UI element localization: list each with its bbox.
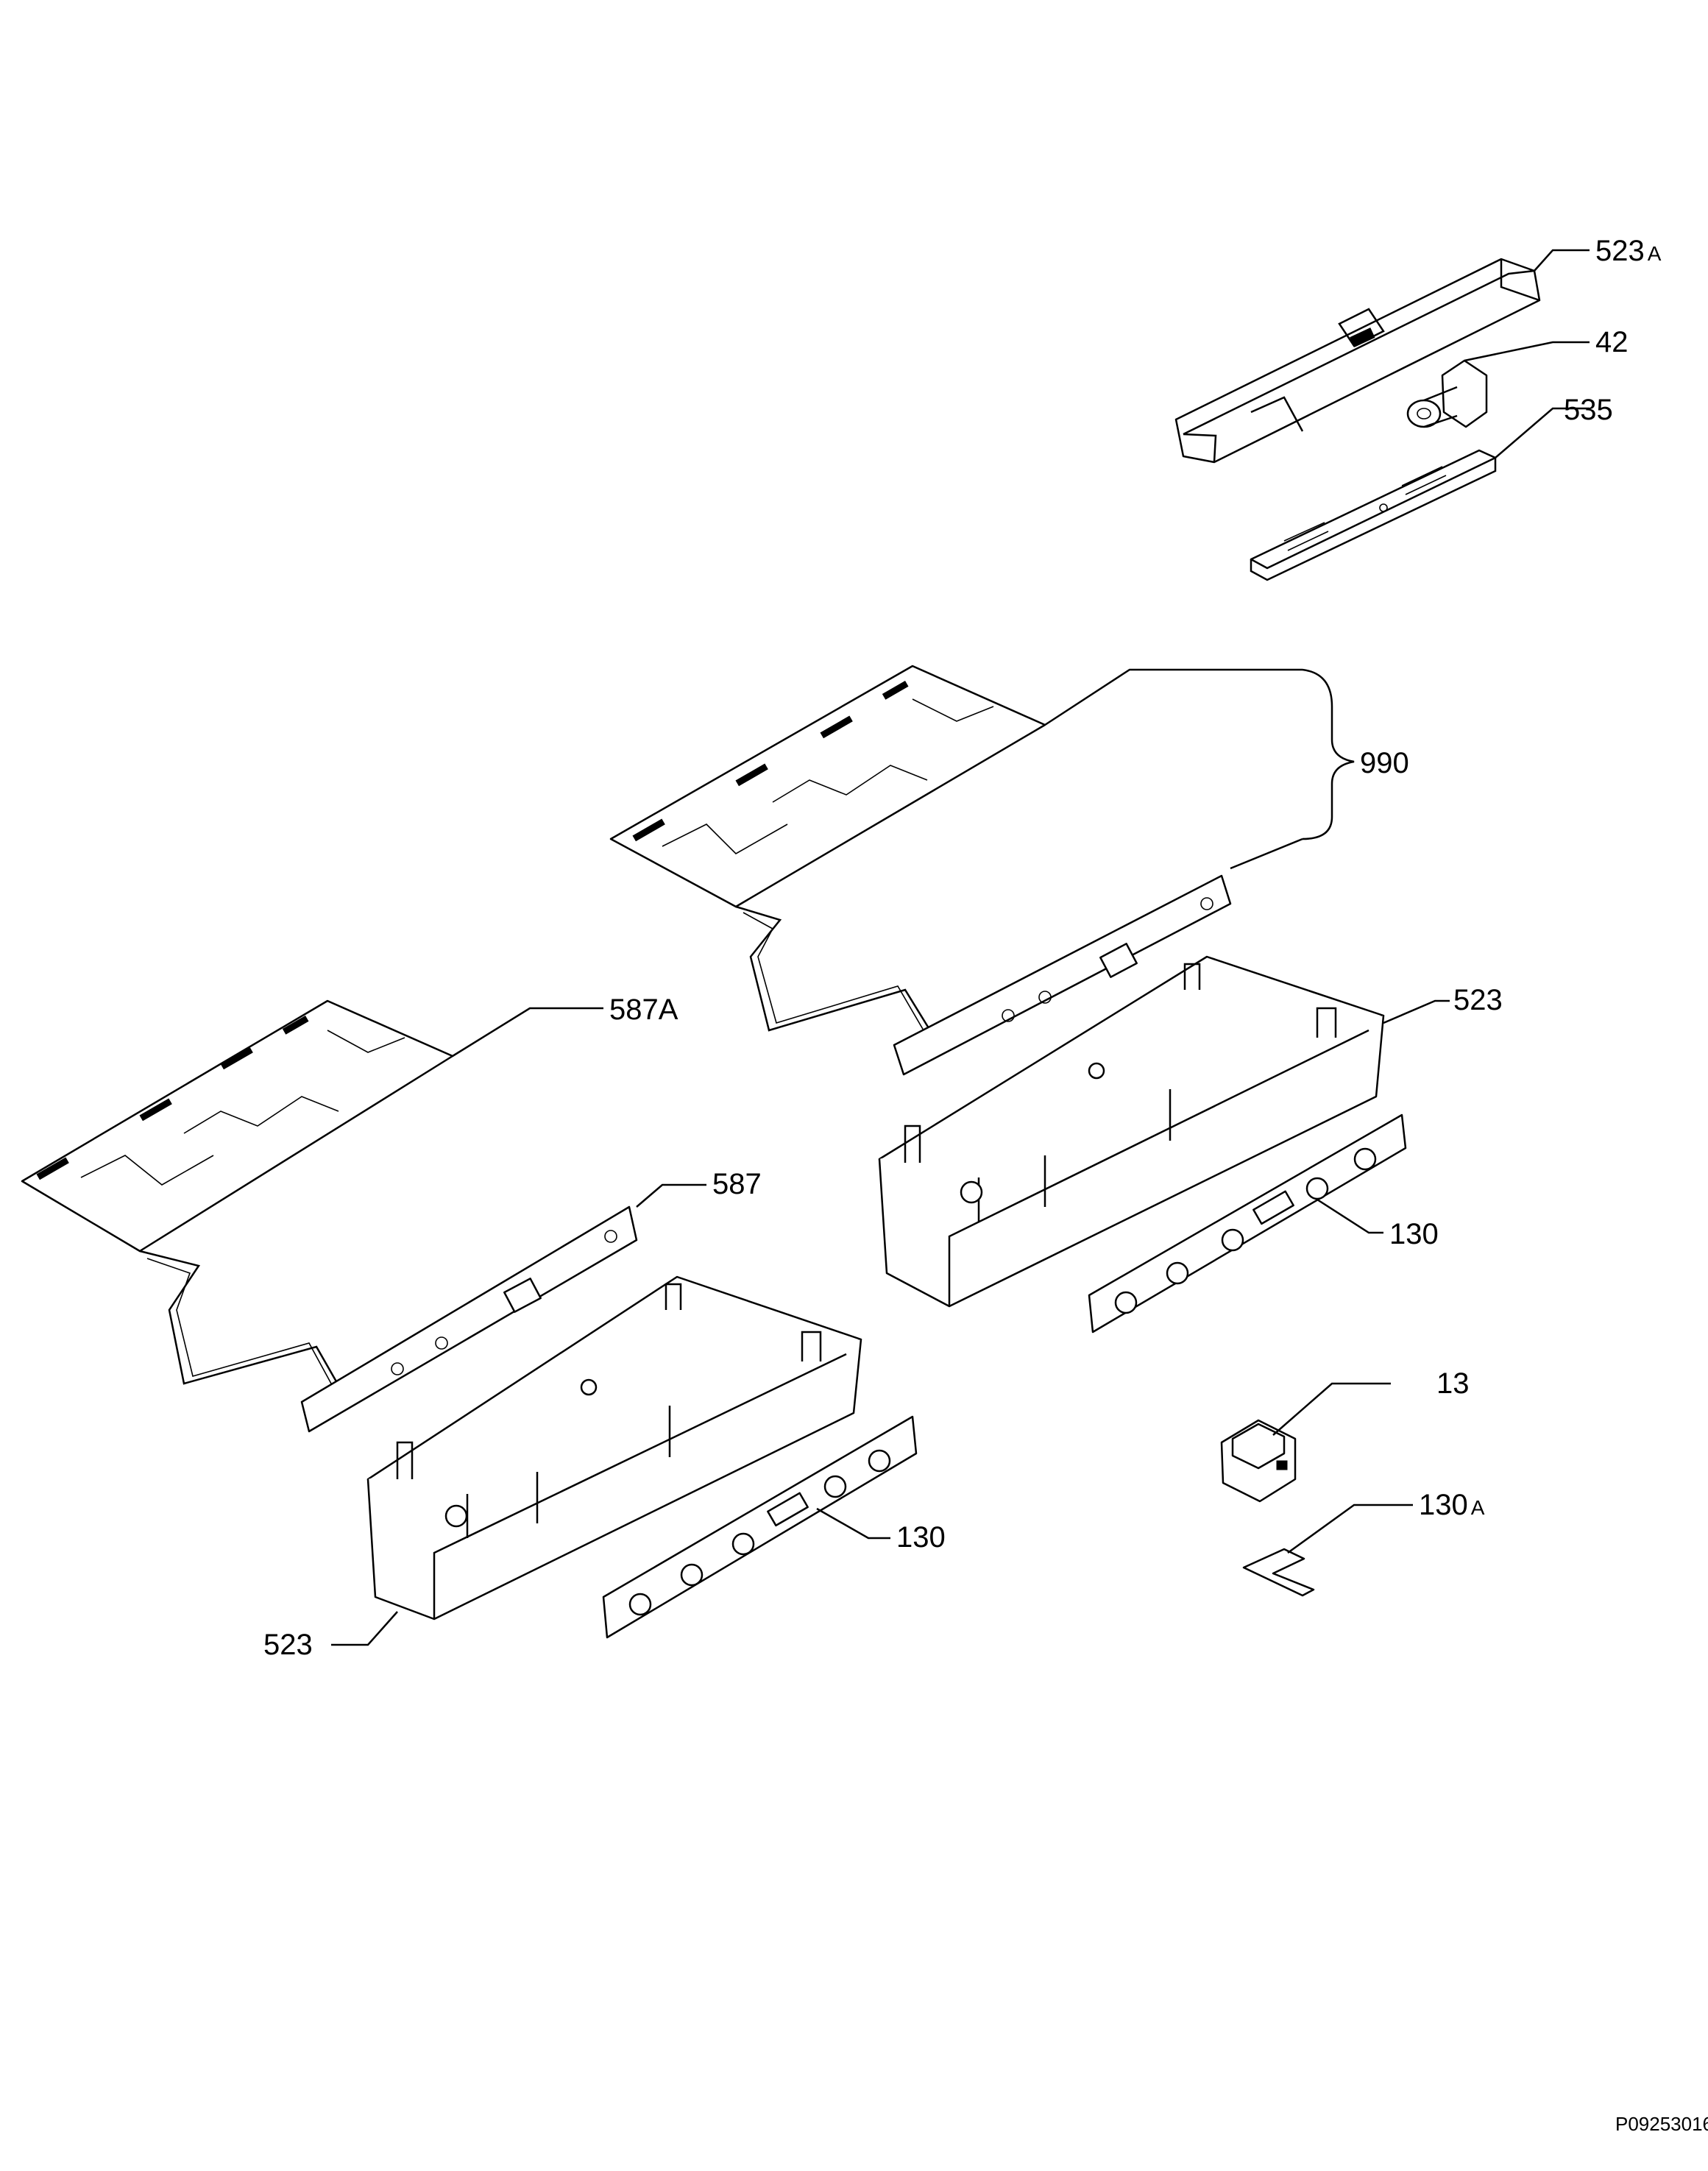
part-523A-tray bbox=[1174, 258, 1541, 464]
part-130-left-panel bbox=[602, 1415, 918, 1639]
label-535: 535 bbox=[1564, 394, 1613, 426]
drawing-code: P09253016649 bbox=[1615, 2113, 1708, 2135]
label-13: 13 bbox=[1436, 1367, 1470, 1400]
part-42-bushing bbox=[1406, 359, 1488, 428]
part-130-right-panel bbox=[1088, 1113, 1407, 1334]
leader-lines bbox=[331, 249, 1590, 1646]
label-587: 587 bbox=[712, 1168, 762, 1200]
part-990-upper-pcb bbox=[609, 665, 1232, 1076]
part-523-left-frame bbox=[366, 1275, 862, 1621]
part-535-slider-plate bbox=[1250, 449, 1497, 581]
part-523-right-frame bbox=[878, 955, 1385, 1308]
part-13-switch bbox=[1220, 1419, 1297, 1503]
part-130A-angle-piece bbox=[1242, 1548, 1315, 1597]
part-587A-lower-pcb bbox=[21, 999, 454, 1400]
part-587-connector-strip bbox=[300, 1205, 638, 1433]
label-130-left: 130 bbox=[896, 1521, 946, 1554]
label-587A: 587A bbox=[609, 994, 678, 1026]
label-990: 990 bbox=[1360, 747, 1409, 779]
label-523-left: 523 bbox=[263, 1629, 313, 1661]
label-42: 42 bbox=[1595, 326, 1629, 358]
label-523-right: 523 bbox=[1453, 984, 1503, 1016]
label-130-right: 130 bbox=[1389, 1218, 1439, 1250]
